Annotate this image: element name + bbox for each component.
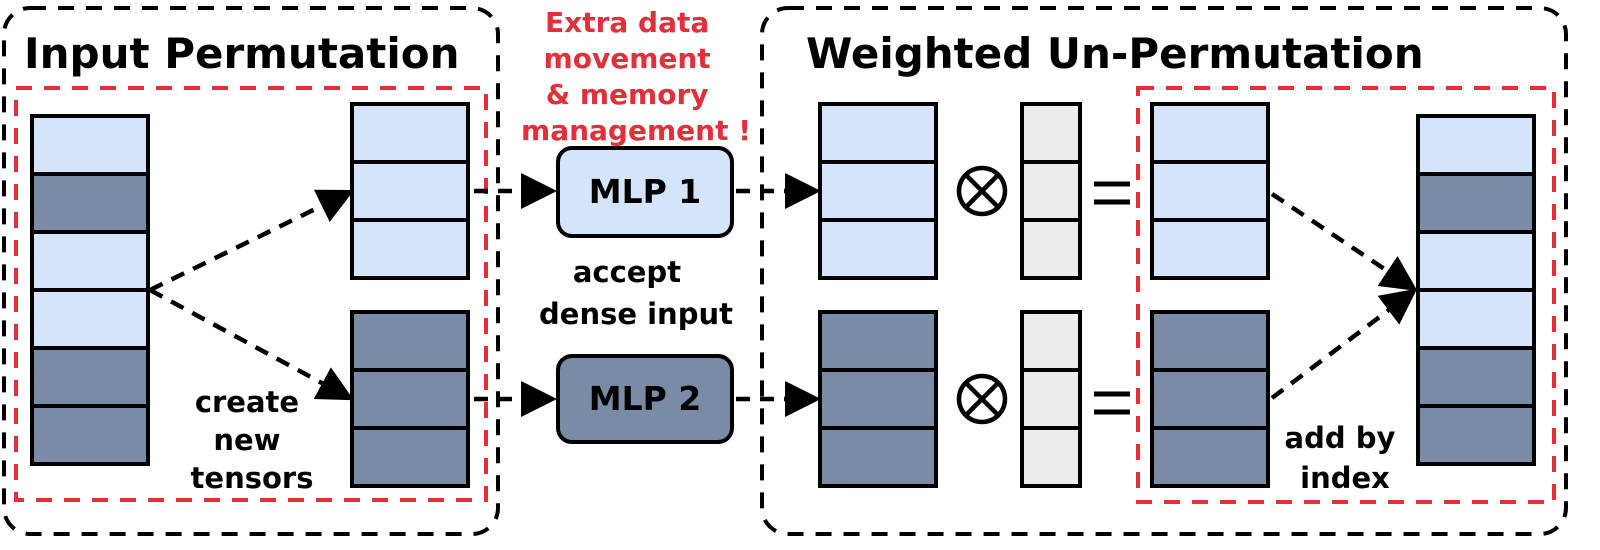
input-permutation-red-region bbox=[14, 86, 488, 502]
note-line: new bbox=[213, 423, 280, 457]
input-tensor bbox=[30, 114, 150, 466]
permuted-tensor-dark bbox=[350, 310, 470, 488]
input-permutation-title: Input Permutation bbox=[24, 29, 459, 78]
tensor-row bbox=[818, 426, 938, 488]
tensor-row bbox=[818, 160, 938, 222]
mlp2-box bbox=[556, 354, 734, 444]
warning-line: & memory bbox=[546, 78, 709, 111]
weighted-unpermutation-title: Weighted Un-Permutation bbox=[806, 29, 1424, 78]
output-tensor-row bbox=[1416, 230, 1536, 292]
input-tensor-row bbox=[30, 114, 150, 176]
warning-line: movement bbox=[544, 42, 711, 75]
weight-cell bbox=[1020, 102, 1082, 164]
create-tensors-note: create new tensors bbox=[191, 385, 314, 495]
tensor-row bbox=[350, 310, 470, 372]
weight-vector-bottom bbox=[1020, 310, 1082, 488]
tensor-row bbox=[818, 310, 938, 372]
arrow-merge-dark bbox=[1270, 288, 1418, 400]
unpermutation-red-region bbox=[1136, 86, 1556, 504]
output-tensor-row bbox=[1416, 288, 1536, 350]
tensor-row bbox=[1150, 426, 1270, 488]
tensor-row bbox=[350, 218, 470, 280]
input-permutation-panel bbox=[2, 6, 500, 536]
add-by-index-note: add by index bbox=[1285, 421, 1406, 495]
input-tensor-row bbox=[30, 172, 150, 234]
arrow-to-light-tensor bbox=[149, 189, 355, 293]
extra-data-movement-warning: Extra data movement & memory management … bbox=[521, 6, 751, 147]
output-tensor-row bbox=[1416, 404, 1536, 466]
output-tensor-row bbox=[1416, 114, 1536, 176]
weight-cell bbox=[1020, 310, 1082, 372]
tensor-row bbox=[818, 218, 938, 280]
note-line: create bbox=[195, 385, 299, 419]
tensor-row bbox=[1150, 160, 1270, 222]
permuted-tensor-light bbox=[350, 102, 470, 280]
multiply-icon bbox=[956, 373, 1008, 425]
tensor-row bbox=[1150, 310, 1270, 372]
arrow-to-dark-tensor bbox=[148, 288, 354, 401]
warning-line: management ! bbox=[521, 114, 751, 147]
equals-icon bbox=[1094, 391, 1130, 415]
tensor-row bbox=[350, 426, 470, 488]
mlp1-box bbox=[556, 146, 734, 238]
input-tensor-row bbox=[30, 288, 150, 350]
weight-cell bbox=[1020, 218, 1082, 280]
multiply-icon bbox=[956, 165, 1008, 217]
input-tensor-row bbox=[30, 230, 150, 292]
expert-output-light bbox=[818, 102, 938, 280]
arrow-merge-light bbox=[1270, 192, 1418, 291]
tensor-row bbox=[818, 368, 938, 430]
tensor-row bbox=[350, 160, 470, 222]
weighted-unpermutation-panel bbox=[760, 6, 1568, 536]
note-line: dense input bbox=[539, 297, 733, 331]
weight-cell bbox=[1020, 368, 1082, 430]
accept-dense-input-note: accept dense input bbox=[539, 255, 733, 331]
input-tensor-row bbox=[30, 404, 150, 466]
weighted-result-dark bbox=[1150, 310, 1270, 488]
tensor-row bbox=[1150, 218, 1270, 280]
note-line: accept bbox=[573, 255, 681, 289]
tensor-row bbox=[818, 102, 938, 164]
output-tensor bbox=[1416, 114, 1536, 466]
equals-icon bbox=[1094, 181, 1130, 205]
tensor-row bbox=[350, 368, 470, 430]
input-tensor-row bbox=[30, 346, 150, 408]
output-tensor-row bbox=[1416, 346, 1536, 408]
tensor-row bbox=[350, 102, 470, 164]
note-line: index bbox=[1300, 461, 1390, 495]
tensor-row bbox=[1150, 368, 1270, 430]
mlp2-label: MLP 2 bbox=[589, 379, 702, 418]
warning-line: Extra data bbox=[545, 6, 709, 39]
weight-cell bbox=[1020, 160, 1082, 222]
weight-vector-top bbox=[1020, 102, 1082, 280]
weighted-result-light bbox=[1150, 102, 1270, 280]
mlp1-label: MLP 1 bbox=[589, 172, 702, 211]
note-line: tensors bbox=[191, 461, 314, 495]
note-line: add by bbox=[1285, 421, 1396, 455]
weight-cell bbox=[1020, 426, 1082, 488]
output-tensor-row bbox=[1416, 172, 1536, 234]
expert-output-dark bbox=[818, 310, 938, 488]
tensor-row bbox=[1150, 102, 1270, 164]
